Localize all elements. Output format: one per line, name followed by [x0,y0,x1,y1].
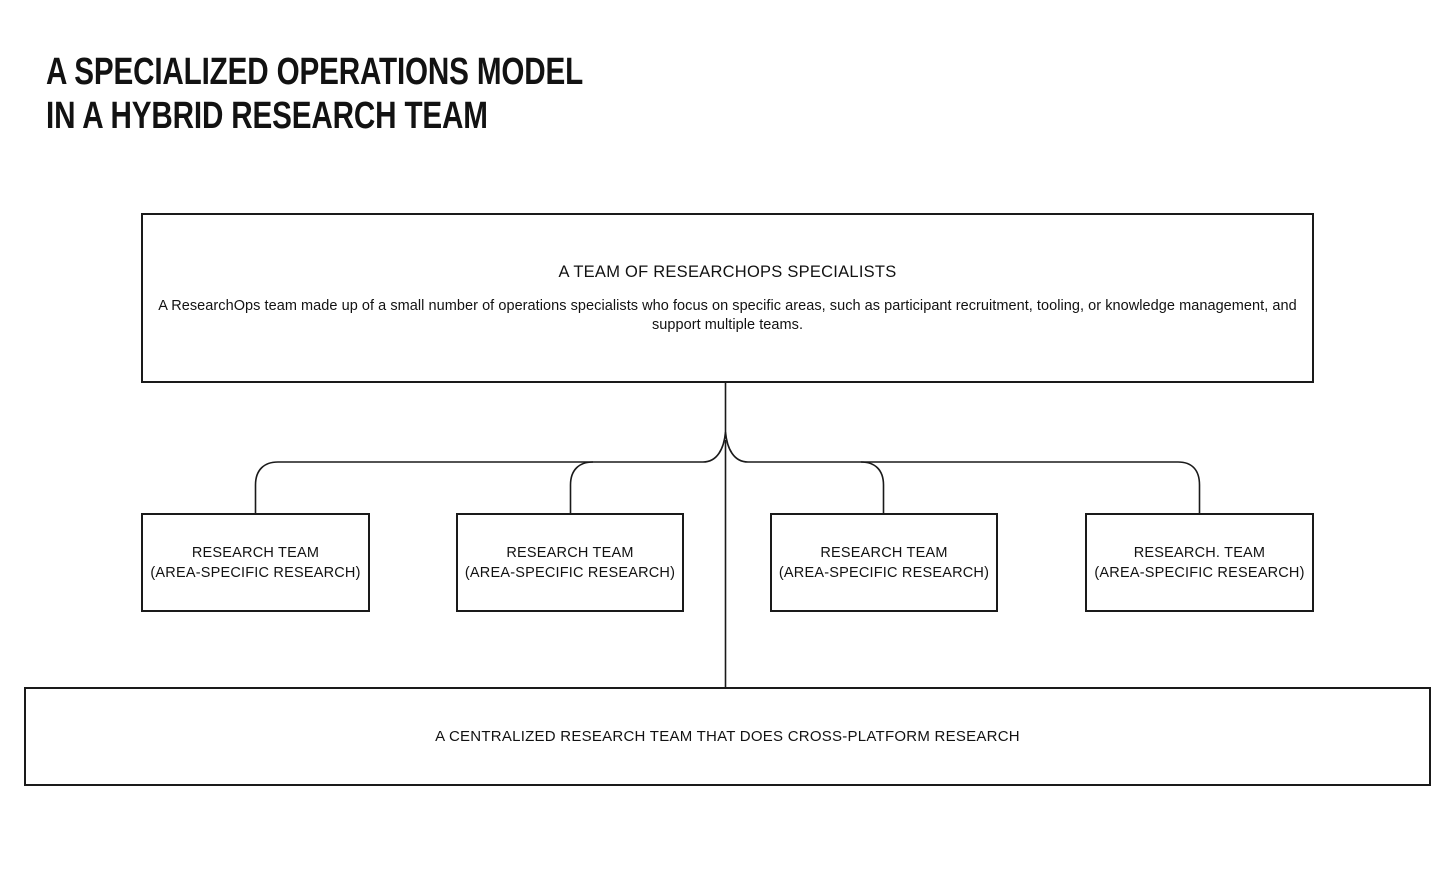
node-label-line-2: (AREA-SPECIFIC RESEARCH) [464,564,676,581]
connector-apex-left [278,431,727,463]
node-label-line-1: RESEARCH TEAM [820,544,948,561]
page-title-line-1: A SPECIALIZED OPERATIONS MODEL [46,51,584,93]
node-research-team-1[interactable]: RESEARCH TEAM (AREA-SPECIFIC RESEARCH) [141,513,370,612]
node-research-team-3[interactable]: RESEARCH TEAM (AREA-SPECIFIC RESEARCH) [770,513,998,612]
page-title-line-2: IN A HYBRID RESEARCH TEAM [46,95,488,137]
node-researchops-specialists[interactable]: A TEAM OF RESEARCHOPS SPECIALISTS A Rese… [141,213,1314,383]
node-research-team-2[interactable]: RESEARCH TEAM (AREA-SPECIFIC RESEARCH) [456,513,684,612]
node-description: A ResearchOps team made up of a small nu… [158,298,1297,333]
node-label-line-2: (AREA-SPECIFIC RESEARCH) [778,564,990,581]
page-title: A SPECIALIZED OPERATIONS MODEL IN A HYBR… [46,50,746,138]
node-research-team-4[interactable]: RESEARCH. TEAM (AREA-SPECIFIC RESEARCH) [1085,513,1314,612]
node-label-line-1: RESEARCH TEAM [506,544,634,561]
node-label-line-2: (AREA-SPECIFIC RESEARCH) [150,564,361,581]
connector-elbow-team-1 [569,461,594,513]
connector-elbow-team-2 [860,461,885,513]
node-label-line-1: RESEARCH. TEAM [1133,544,1266,561]
node-footer-label: A CENTRALIZED RESEARCH TEAM THAT DOES CR… [435,727,1020,745]
node-label-line-1: RESEARCH TEAM [191,544,320,561]
node-label-line-2: (AREA-SPECIFIC RESEARCH) [1094,564,1305,581]
connector-apex-right [724,431,1178,463]
node-centralized-research-team[interactable]: A CENTRALIZED RESEARCH TEAM THAT DOES CR… [24,687,1431,786]
connector-elbow-team-3 [1177,461,1201,513]
node-heading: A TEAM OF RESEARCHOPS SPECIALISTS [558,263,897,281]
connector-elbow-team-0 [254,461,279,513]
